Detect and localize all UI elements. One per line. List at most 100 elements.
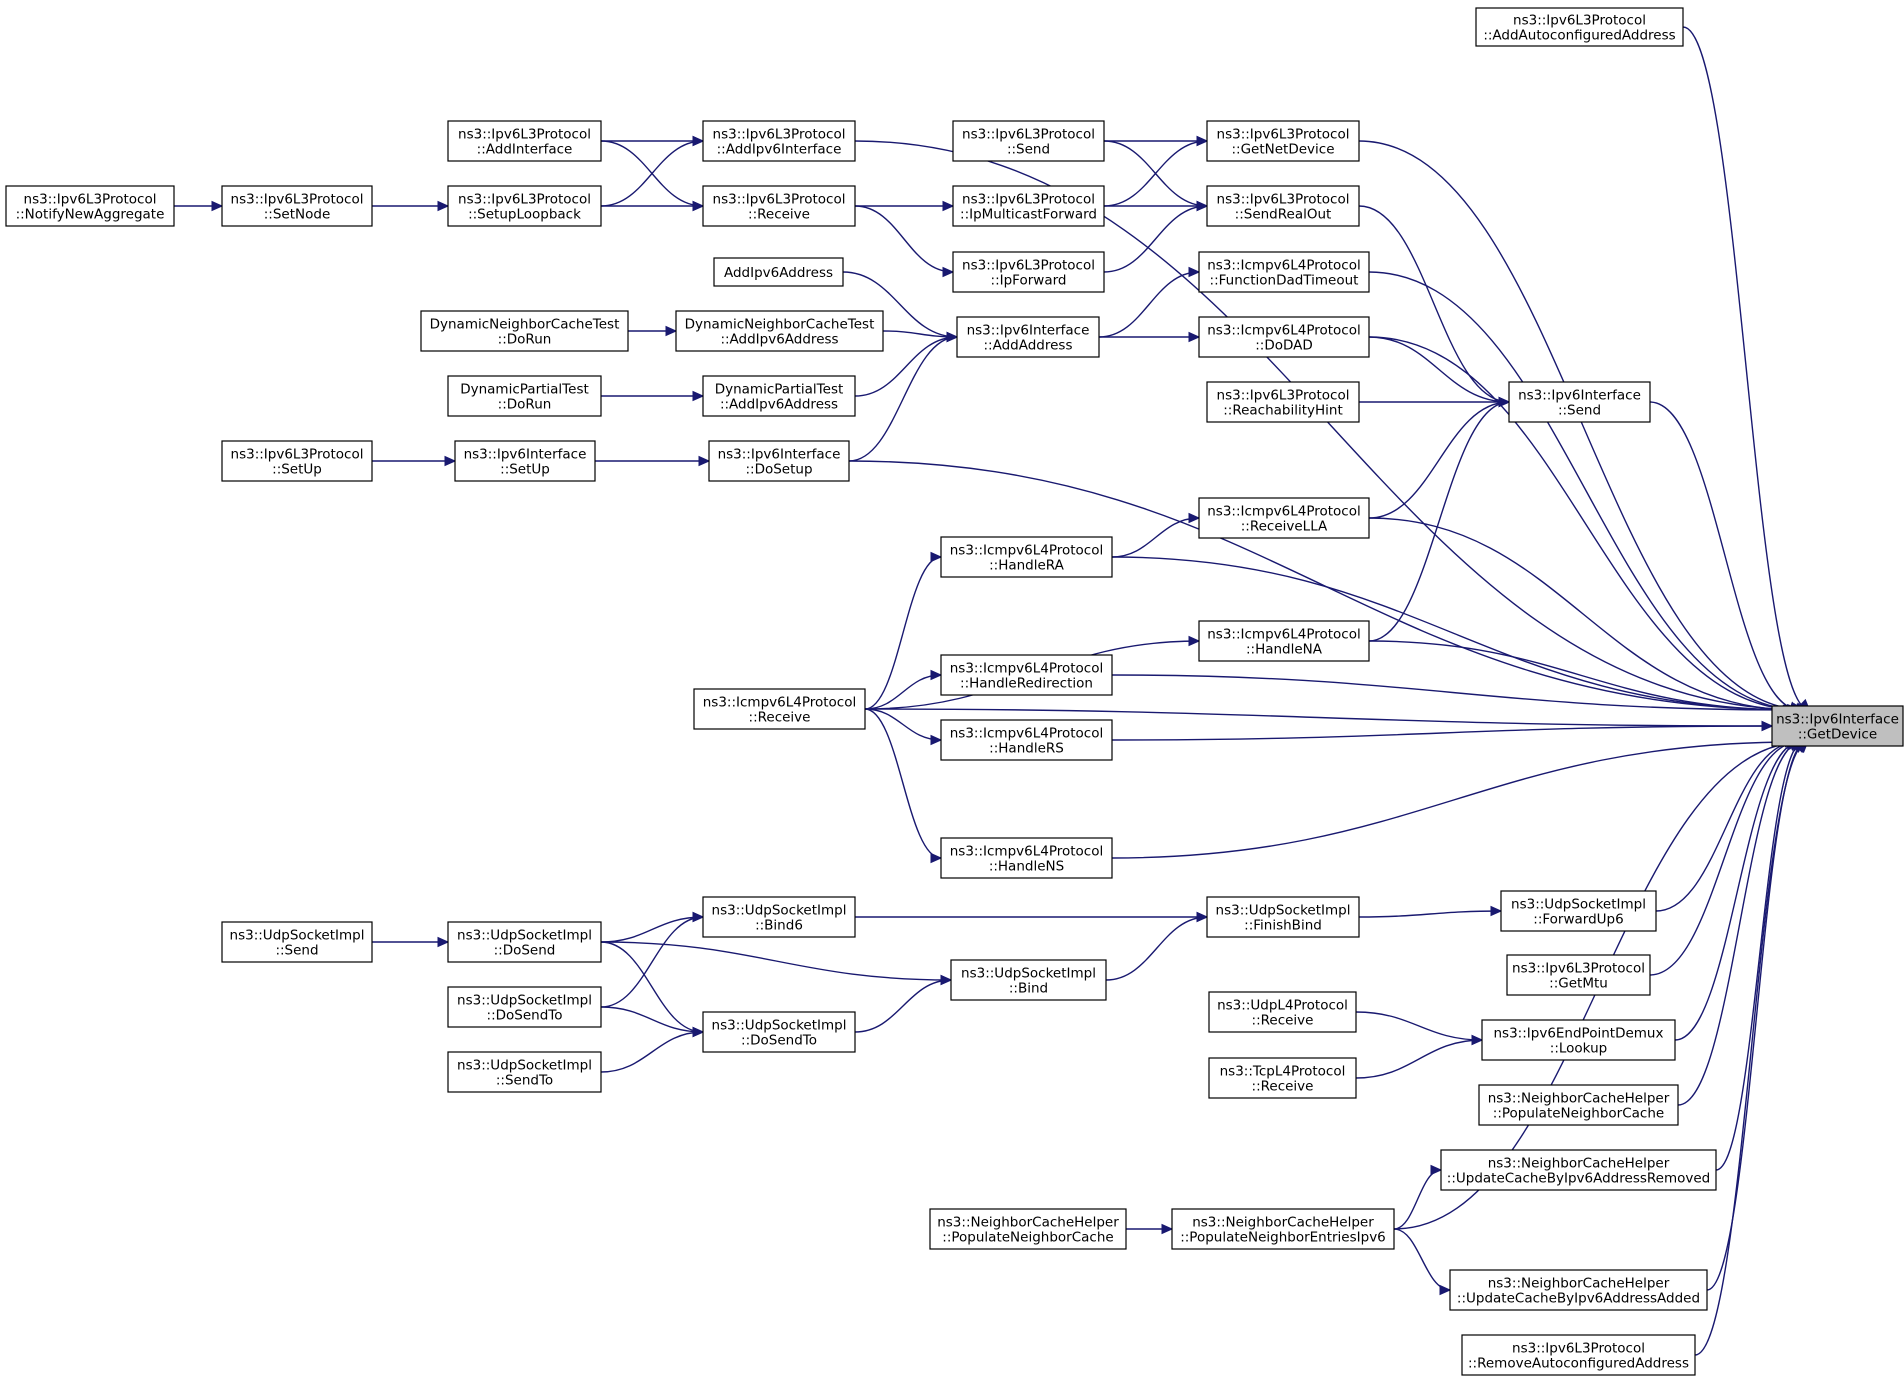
call-edge xyxy=(1649,739,1800,976)
node-ns3-ipv6-l3-protocol-set-node[interactable]: ns3::Ipv6L3Protocol::SetNode xyxy=(221,185,373,227)
node-ns3-ipv6-interface-send[interactable]: ns3::Ipv6Interface::Send xyxy=(1508,381,1651,423)
node-ns3-ipv6-l3-protocol-send-real-out[interactable]: ns3::Ipv6L3Protocol::SendRealOut xyxy=(1206,185,1360,227)
node-ns3-icmpv6-l4-protocol-handle-na[interactable]: ns3::Icmpv6L4Protocol::HandleNA xyxy=(1198,620,1370,662)
node-box xyxy=(1478,1084,1679,1126)
node-method-label: ::AddInterface xyxy=(477,142,573,158)
node-ns3-ipv6-interface-do-setup[interactable]: ns3::Ipv6Interface::DoSetup xyxy=(708,440,850,482)
node-class-label: ns3::NeighborCacheHelper xyxy=(1488,1276,1670,1292)
node-ns3-ipv6-l3-protocol-receive[interactable]: ns3::Ipv6L3Protocol::Receive xyxy=(702,185,856,227)
node-ns3-icmpv6-l4-protocol-handle-ra[interactable]: ns3::Icmpv6L4Protocol::HandleRA xyxy=(940,536,1113,578)
node-ns3-ipv6-interface-add-address[interactable]: ns3::Ipv6Interface::AddAddress xyxy=(956,316,1100,358)
arrowhead-icon xyxy=(930,551,943,563)
call-edge xyxy=(1098,331,1201,343)
node-ns3-udp-socket-impl-bind[interactable]: ns3::UdpSocketImpl::Bind xyxy=(950,959,1107,1001)
edge-line xyxy=(854,205,954,273)
node-ns3-ipv6-l3-protocol-setup-loopback[interactable]: ns3::Ipv6L3Protocol::SetupLoopback xyxy=(447,185,602,227)
node-ns3-ipv6-l3-protocol-ip-forward[interactable]: ns3::Ipv6L3Protocol::IpForward xyxy=(952,251,1105,293)
node-box xyxy=(702,120,856,162)
node-method-label: ::GetMtu xyxy=(1549,976,1608,992)
call-edge xyxy=(855,200,955,212)
node-ns3-ipv6-l3-protocol-add-ipv6-interface[interactable]: ns3::Ipv6L3Protocol::AddIpv6Interface xyxy=(702,120,856,162)
call-edge xyxy=(864,551,943,710)
node-dynamic-neighbor-cache-test-add-ipv6-address[interactable]: DynamicNeighborCacheTest::AddIpv6Address xyxy=(675,310,884,352)
node-ns3-ipv6-interface-set-up[interactable]: ns3::Ipv6Interface::SetUp xyxy=(454,440,596,482)
node-ns3-udp-socket-impl-bind6[interactable]: ns3::UdpSocketImpl::Bind6 xyxy=(702,896,856,938)
call-edge xyxy=(1103,140,1209,212)
node-ns3-icmpv6-l4-protocol-receive[interactable]: ns3::Icmpv6L4Protocol::Receive xyxy=(693,688,866,730)
node-class-label: ns3::Icmpv6L4Protocol xyxy=(950,661,1104,677)
node-ns3-ipv6-l3-protocol-reachability-hint[interactable]: ns3::Ipv6L3Protocol::ReachabilityHint xyxy=(1206,381,1360,423)
call-edge xyxy=(1355,1011,1484,1046)
arrowhead-icon xyxy=(211,200,224,212)
node-method-label: ::Bind xyxy=(1009,981,1048,997)
node-method-label: ::RemoveAutoconfiguredAddress xyxy=(1468,1356,1689,1372)
node-ns3-ipv6-l3-protocol-notify-new-aggregate[interactable]: ns3::Ipv6L3Protocol::NotifyNewAggregate xyxy=(5,185,175,227)
node-ns3-icmpv6-l4-protocol-handle-redirection[interactable]: ns3::Icmpv6L4Protocol::HandleRedirection xyxy=(940,654,1113,696)
node-ns3-udp-l4-protocol-receive[interactable]: ns3::UdpL4Protocol::Receive xyxy=(1208,991,1357,1033)
call-edge xyxy=(600,140,705,212)
node-ns3-ipv6-l3-protocol-get-mtu[interactable]: ns3::Ipv6L3Protocol::GetMtu xyxy=(1506,954,1651,996)
call-edge xyxy=(1706,741,1807,1291)
edge-line xyxy=(1111,725,1773,741)
node-box xyxy=(1506,954,1651,996)
node-ns3-icmpv6-l4-protocol-receive-lla[interactable]: ns3::Icmpv6L4Protocol::ReceiveLLA xyxy=(1198,497,1370,539)
arrowhead-icon xyxy=(946,331,959,343)
node-class-label: ns3::Ipv6EndPointDemux xyxy=(1494,1026,1664,1042)
edge-line xyxy=(882,330,958,338)
node-method-label: ::HandleRA xyxy=(989,558,1065,574)
node-ns3-ipv6-l3-protocol-add-autoconfigured-address[interactable]: ns3::Ipv6L3Protocol::AddAutoconfiguredAd… xyxy=(1475,7,1684,47)
node-ns3-ipv6-l3-protocol-add-interface[interactable]: ns3::Ipv6L3Protocol::AddInterface xyxy=(447,120,602,162)
node-ns3-udp-socket-impl-do-send-to[interactable]: ns3::UdpSocketImpl::DoSendTo xyxy=(702,1011,856,1053)
node-add-ipv6-address[interactable]: AddIpv6Address xyxy=(713,257,844,287)
node-ns3-udp-socket-impl-do-send[interactable]: ns3::UdpSocketImpl::DoSend xyxy=(447,921,602,963)
call-edge xyxy=(1368,336,1511,408)
edge-line xyxy=(1655,741,1797,912)
node-class-label: ns3::UdpSocketImpl xyxy=(457,993,592,1009)
node-ns3-ipv6-l3-protocol-remove-autoconfigured-address[interactable]: ns3::Ipv6L3Protocol::RemoveAutoconfigure… xyxy=(1461,1334,1696,1376)
node-ns3-ipv6-l3-protocol-get-net-device[interactable]: ns3::Ipv6L3Protocol::GetNetDevice xyxy=(1206,120,1360,162)
call-edge xyxy=(1393,1164,1443,1230)
node-ns3-icmpv6-l4-protocol-do-dad[interactable]: ns3::Icmpv6L4Protocol::DoDAD xyxy=(1198,316,1370,358)
node-dynamic-partial-test-add-ipv6-address[interactable]: DynamicPartialTest::AddIpv6Address xyxy=(702,375,856,417)
node-method-label: ::PopulateNeighborCache xyxy=(942,1230,1113,1246)
node-ns3-udp-socket-impl-forward-up6[interactable]: ns3::UdpSocketImpl::ForwardUp6 xyxy=(1500,890,1657,932)
node-ns3-icmpv6-l4-protocol-function-dad-timeout[interactable]: ns3::Icmpv6L4Protocol::FunctionDadTimeou… xyxy=(1198,251,1370,293)
edge-line xyxy=(1105,916,1208,981)
arrowhead-icon xyxy=(1196,135,1209,147)
node-box xyxy=(952,251,1105,293)
node-ns3-icmpv6-l4-protocol-handle-ns[interactable]: ns3::Icmpv6L4Protocol::HandleNS xyxy=(940,837,1113,879)
node-ns3-udp-socket-impl-send-to[interactable]: ns3::UdpSocketImpl::SendTo xyxy=(447,1051,602,1093)
node-box xyxy=(1475,7,1684,47)
node-method-label: ::SetNode xyxy=(264,207,331,223)
node-dynamic-partial-test-do-run[interactable]: DynamicPartialTest::DoRun xyxy=(447,375,602,417)
node-method-label: ::UpdateCacheByIpv6AddressRemoved xyxy=(1447,1171,1710,1187)
edge-line xyxy=(1103,140,1208,207)
node-ns3-neighbor-cache-helper-populate-neighbor-cache[interactable]: ns3::NeighborCacheHelper::PopulateNeighb… xyxy=(929,1208,1127,1250)
arrowhead-icon xyxy=(692,1026,705,1038)
call-edge xyxy=(854,205,955,278)
node-ns3-ipv6-l3-protocol-set-up[interactable]: ns3::Ipv6L3Protocol::SetUp xyxy=(221,440,373,482)
node-ns3-icmpv6-l4-protocol-handle-rs[interactable]: ns3::Icmpv6L4Protocol::HandleRS xyxy=(940,719,1113,761)
node-ns3-ipv6-l3-protocol-send[interactable]: ns3::Ipv6L3Protocol::Send xyxy=(952,120,1105,162)
node-ns3-udp-socket-impl-send[interactable]: ns3::UdpSocketImpl::Send xyxy=(221,921,373,963)
node-ns3-ipv6-l3-protocol-ip-multicast-forward[interactable]: ns3::Ipv6L3Protocol::IpMulticastForward xyxy=(952,185,1105,227)
node-ns3-neighbor-cache-helper-populate-neighbor-entries-ipv6[interactable]: ns3::NeighborCacheHelper::PopulateNeighb… xyxy=(1171,1208,1395,1250)
node-ns3-udp-socket-impl-do-send-to[interactable]: ns3::UdpSocketImpl::DoSendTo xyxy=(447,986,602,1028)
edge-line xyxy=(1368,517,1798,711)
node-ns3-udp-socket-impl-finish-bind[interactable]: ns3::UdpSocketImpl::FinishBind xyxy=(1206,896,1360,938)
node-ns3-neighbor-cache-helper-update-cache-by-ipv6-address-removed[interactable]: ns3::NeighborCacheHelper::UpdateCacheByI… xyxy=(1440,1149,1717,1191)
call-edge xyxy=(600,390,705,402)
node-box xyxy=(1198,251,1370,293)
node-ns3-ipv6-interface-get-device[interactable]: ns3::Ipv6Interface::GetDevice xyxy=(1771,705,1904,747)
node-ns3-tcp-l4-protocol-receive[interactable]: ns3::TcpL4Protocol::Receive xyxy=(1208,1057,1357,1099)
node-method-label: ::PopulateNeighborEntriesIpv6 xyxy=(1180,1230,1386,1246)
node-method-label: ::UpdateCacheByIpv6AddressAdded xyxy=(1457,1291,1700,1307)
call-edge xyxy=(1126,1223,1174,1235)
node-ns3-neighbor-cache-helper-update-cache-by-ipv6-address-added[interactable]: ns3::NeighborCacheHelper::UpdateCacheByI… xyxy=(1449,1269,1708,1311)
node-dynamic-neighbor-cache-test-do-run[interactable]: DynamicNeighborCacheTest::DoRun xyxy=(420,310,629,352)
node-box xyxy=(940,837,1113,879)
node-box xyxy=(702,896,856,938)
node-ns3-neighbor-cache-helper-populate-neighbor-cache[interactable]: ns3::NeighborCacheHelper::PopulateNeighb… xyxy=(1478,1084,1679,1126)
node-box xyxy=(1198,497,1370,539)
node-ns3-ipv6-end-point-demux-lookup[interactable]: ns3::Ipv6EndPointDemux::Lookup xyxy=(1481,1019,1676,1061)
